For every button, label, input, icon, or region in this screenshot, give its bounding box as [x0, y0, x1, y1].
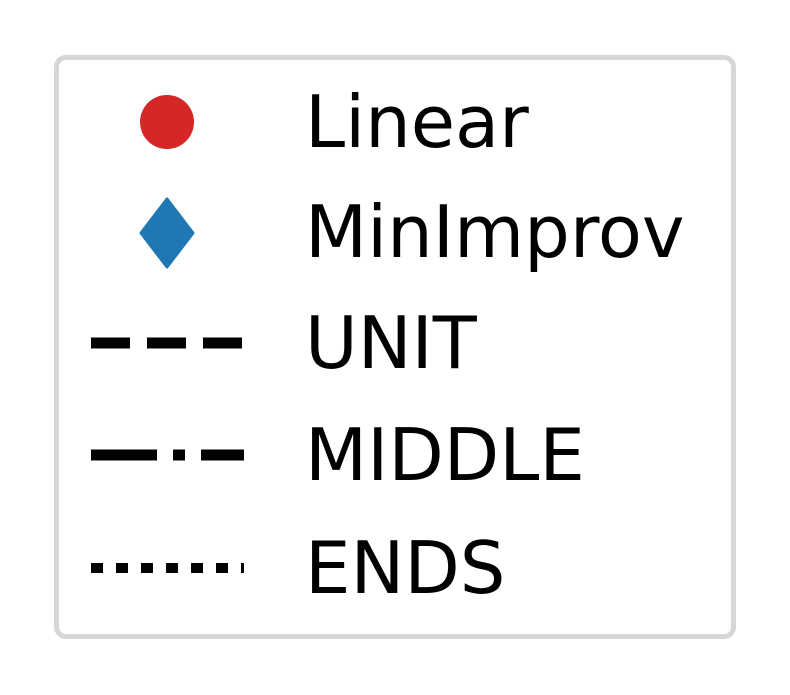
legend-label: UNIT [305, 301, 477, 385]
circle-marker [140, 95, 194, 149]
diamond-marker [139, 197, 195, 269]
legend-entry-ends: ENDS [59, 523, 731, 613]
legend-handle-dashdot-line [91, 449, 244, 461]
legend-label: Linear [305, 80, 529, 164]
legend-entry-middle: MIDDLE [59, 410, 731, 500]
legend-handle-diamond-marker [139, 197, 195, 269]
legend-label: ENDS [305, 526, 506, 610]
legend-label: MinImprov [305, 190, 685, 274]
legend-handle-circle-marker [140, 95, 194, 149]
legend-entry-unit: UNIT [59, 298, 731, 388]
legend-entry-linear: Linear [59, 77, 731, 167]
legend-entry-minimprov: MinImprov [59, 187, 731, 277]
legend-handle-dashed-line [91, 337, 244, 349]
legend-handle-dotted-line [91, 563, 244, 573]
legend-label: MIDDLE [305, 413, 585, 497]
